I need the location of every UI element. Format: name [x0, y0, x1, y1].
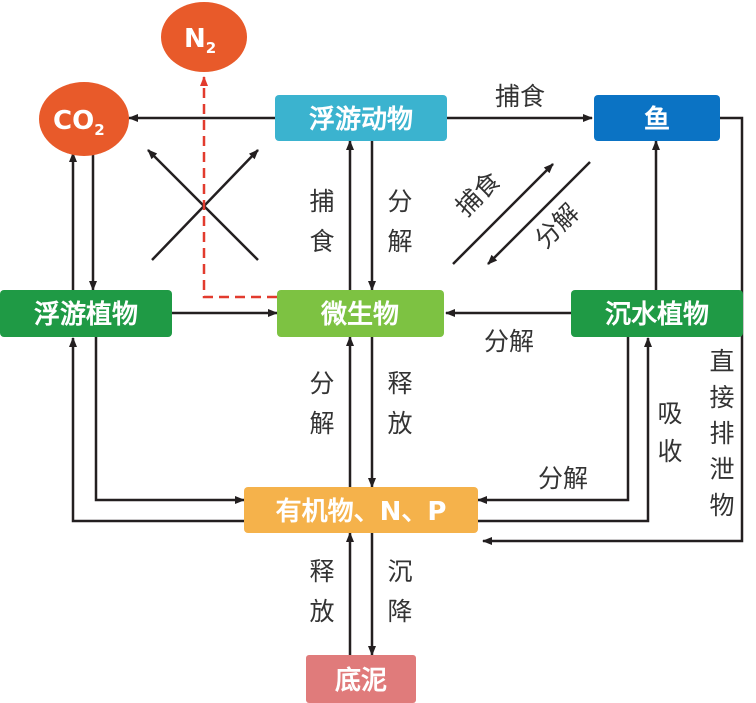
arrows	[69, 114, 744, 656]
label-zoo-microbe-left-2: 食	[309, 227, 334, 256]
label-diag-predation: 捕食	[450, 166, 506, 222]
organic-box	[244, 487, 478, 533]
phytoplankton-label: 浮游植物	[34, 300, 138, 330]
label-excrete-2: 接	[709, 383, 734, 412]
node-microbe: 微生物	[277, 290, 444, 337]
arrow-submerged-to-organic	[477, 337, 630, 504]
zooplankton-box	[275, 95, 447, 141]
label-excrete-3: 排	[709, 419, 734, 448]
organic-label: 有机物、N、P	[276, 497, 447, 527]
microbe-box	[277, 290, 444, 337]
label-sediment-right-1: 沉	[387, 557, 412, 586]
co2-shape	[39, 82, 129, 156]
label-microbe-organic-right-2: 放	[387, 409, 412, 438]
node-phytoplankton: 浮游植物	[0, 290, 172, 337]
label-excrete-4: 泄	[709, 455, 734, 484]
node-n2: N2	[161, 2, 247, 72]
label-zoo-microbe-right-2: 解	[387, 227, 412, 256]
label-submerged-organic: 分解	[538, 464, 588, 493]
label-microbe-organic-left-2: 解	[309, 409, 334, 438]
label-zoo-fish: 捕食	[495, 82, 545, 111]
label-zoo-microbe-right-1: 分	[387, 187, 412, 216]
arrow-organic-to-submerged	[478, 337, 652, 523]
node-fish: 鱼	[594, 95, 720, 141]
label-zoo-microbe-left-1: 捕	[309, 187, 334, 216]
microbe-label: 微生物	[320, 299, 399, 330]
node-organic-n-p: 有机物、N、P	[244, 487, 478, 533]
label-diag-decomposition: 分解	[529, 198, 585, 254]
node-co2: CO2	[39, 82, 129, 156]
label-absorb-1: 吸	[657, 399, 682, 428]
node-zooplankton: 浮游动物	[275, 95, 447, 141]
arrow-phytoplankton-to-organic	[94, 337, 245, 504]
submerged-box	[571, 290, 743, 337]
label-excrete-5: 物	[709, 491, 734, 520]
node-sediment: 底泥	[306, 655, 416, 703]
sediment-label: 底泥	[335, 665, 387, 696]
label-microbe-organic-left-1: 分	[309, 369, 334, 398]
fish-label: 鱼	[644, 105, 670, 135]
label-microbe-organic-right-1: 释	[387, 369, 412, 398]
label-sediment-left-1: 释	[309, 557, 334, 586]
sediment-box	[306, 655, 416, 703]
label-submerged-microbe: 分解	[484, 327, 534, 356]
phytoplankton-box	[0, 290, 172, 337]
label-absorb-2: 收	[657, 437, 682, 466]
zooplankton-label: 浮游动物	[309, 105, 413, 135]
label-excrete-1: 直	[709, 347, 734, 376]
arrow-diag-decomposition	[487, 161, 591, 265]
arrow-microbe-to-n2	[200, 76, 277, 299]
arrow-organic-to-phytoplankton	[69, 337, 244, 523]
n2-label: N2	[184, 24, 216, 57]
submerged-label: 沉水植物	[605, 300, 709, 330]
label-sediment-right-2: 降	[387, 597, 412, 626]
label-sediment-left-2: 放	[309, 597, 334, 626]
fish-box	[594, 95, 720, 141]
co2-label: CO2	[53, 106, 105, 139]
n2-shape	[161, 2, 247, 72]
arrow-diag-predation	[452, 163, 554, 265]
node-submerged-plants: 沉水植物	[571, 290, 743, 337]
